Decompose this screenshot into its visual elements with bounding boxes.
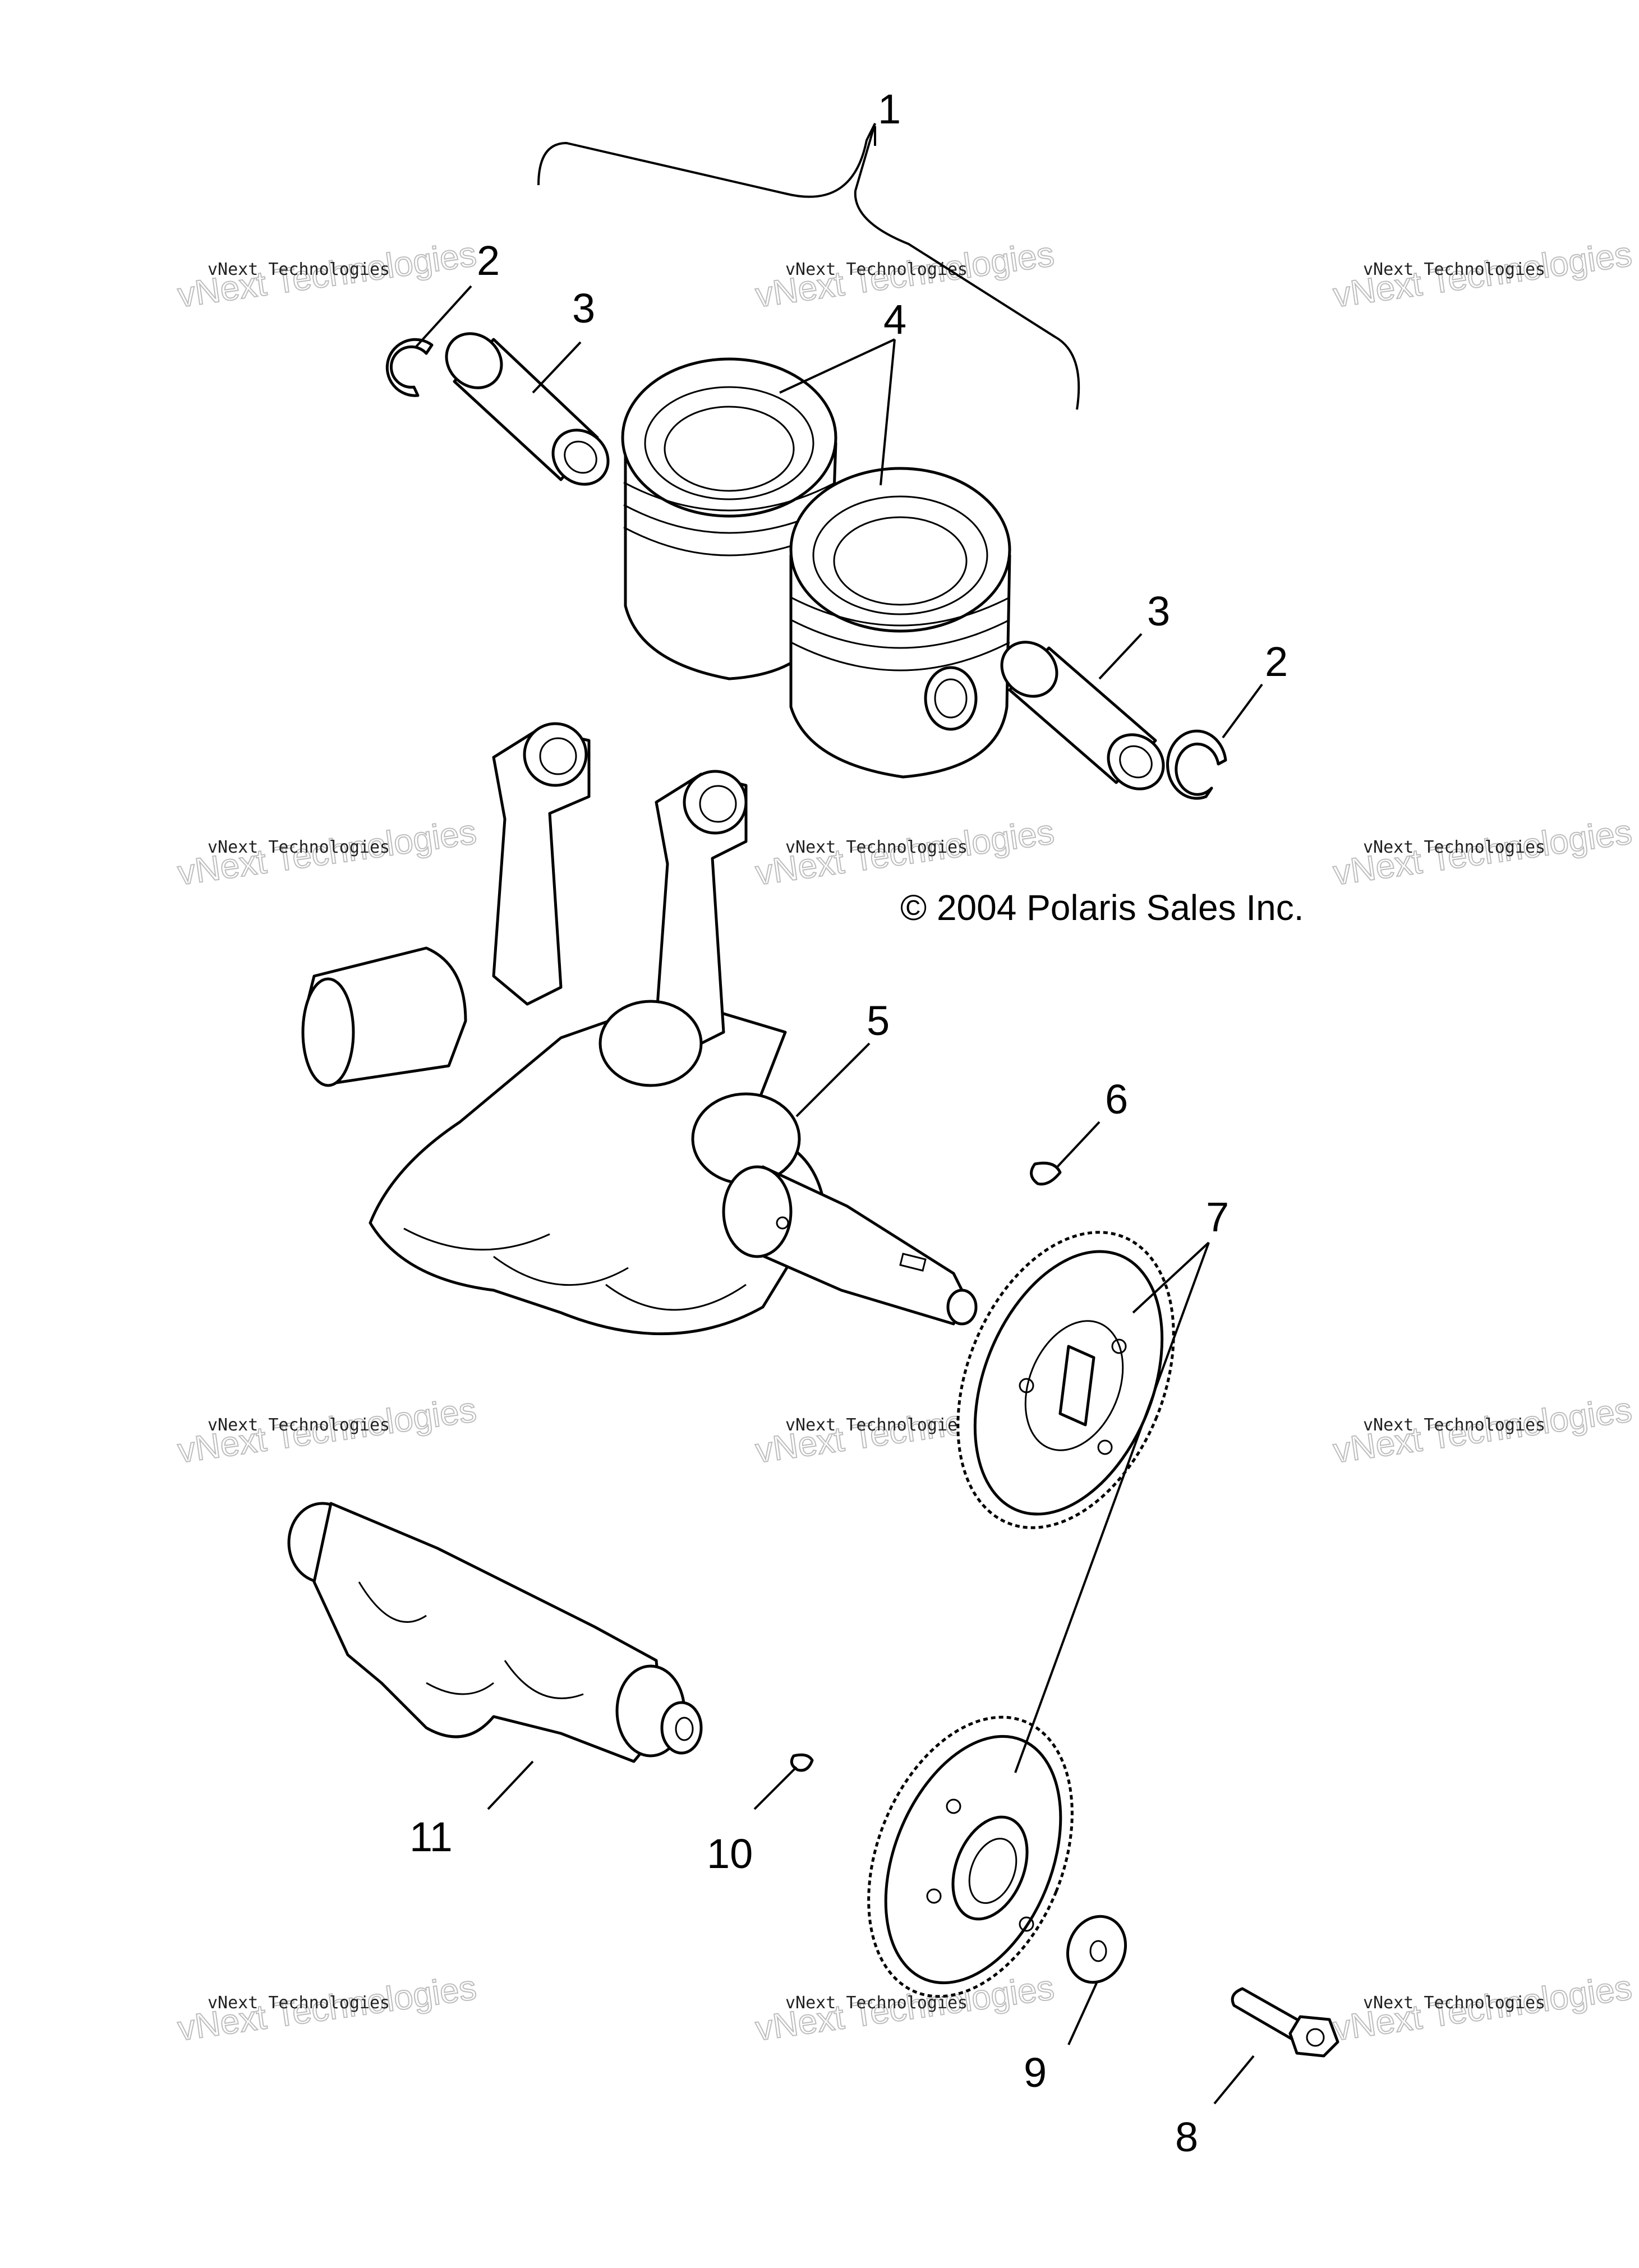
callout-2: 2 [1265, 638, 1288, 685]
watermark: vNext Technologies vNext Technologies [1330, 1390, 1635, 1471]
watermark-text: vNext Technologies [1363, 1993, 1545, 2013]
piston-rear[interactable] [621, 357, 837, 680]
piston-pin-circlip-right[interactable] [1166, 729, 1227, 800]
crankshaft-assembly[interactable] [301, 722, 978, 1336]
watermark-text: vNext Technologies [1363, 1415, 1545, 1435]
callout-2: 2 [477, 237, 500, 284]
woodruff-key-crank[interactable] [1030, 1161, 1062, 1186]
callout-3: 3 [1147, 588, 1170, 634]
watermark-text: vNext Technologies [1363, 260, 1545, 279]
gear-bolt[interactable] [1231, 1987, 1339, 2058]
watermark-text: vNext Technologies [785, 838, 968, 857]
callout-9: 9 [1024, 2049, 1047, 2096]
callout-6: 6 [1105, 1076, 1128, 1123]
callout-8: 8 [1175, 2114, 1198, 2160]
watermark-text: vNext Technologies [208, 838, 390, 857]
watermark-text: vNext Technologies [785, 260, 968, 279]
watermark-text: vNext Technologies [208, 1415, 390, 1435]
gear-washer[interactable] [1058, 1908, 1135, 1991]
callout-3: 3 [572, 285, 595, 332]
watermark: vNext Technologies vNext Technologies [1330, 812, 1635, 894]
crank-gear[interactable] [917, 1200, 1215, 1559]
watermark: vNext Technologies vNext Technologies [175, 1968, 480, 2049]
piston-front[interactable] [789, 467, 1011, 779]
callout-1: 1 [878, 86, 901, 132]
watermark: vNext Technologies vNext Technologies [1330, 1968, 1635, 2049]
piston-pin-circlip-left[interactable] [385, 338, 434, 397]
callout-10: 10 [707, 1830, 753, 1877]
piston-kit-bracket [537, 123, 1080, 410]
watermark-text: vNext Technologies [785, 1415, 968, 1435]
piston-pin-right[interactable] [991, 631, 1175, 800]
balance-shaft[interactable] [287, 1502, 703, 1763]
watermark: vNext Technologies vNext Technologies [175, 1390, 480, 1471]
callout-5: 5 [867, 997, 890, 1044]
callout-7: 7 [1206, 1194, 1229, 1240]
watermark: vNext Technologies vNext Technologies [175, 234, 480, 316]
balance-gear[interactable] [830, 1687, 1111, 2027]
copyright-notice: © 2004 Polaris Sales Inc. [900, 887, 1304, 928]
watermark-text: vNext Technologies [1363, 838, 1545, 857]
callouts: 1 2 3 4 2 3 5 6 7 8 9 10 11 [409, 86, 1288, 2160]
watermark: vNext Technologies vNext Technologies [175, 812, 480, 894]
watermark-text: vNext Technologies [208, 1993, 390, 2013]
watermark: vNext Technologies vNext Technologies [1330, 234, 1635, 316]
woodruff-key-balance[interactable] [790, 1753, 814, 1772]
watermark-text: vNext Technologies [208, 260, 390, 279]
leader-lines [414, 126, 1263, 2105]
callout-4: 4 [883, 296, 906, 343]
piston-pin-left[interactable] [435, 323, 619, 495]
watermark: vNext Technologies vNext Technologies [753, 812, 1057, 894]
callout-11: 11 [409, 1814, 453, 1860]
